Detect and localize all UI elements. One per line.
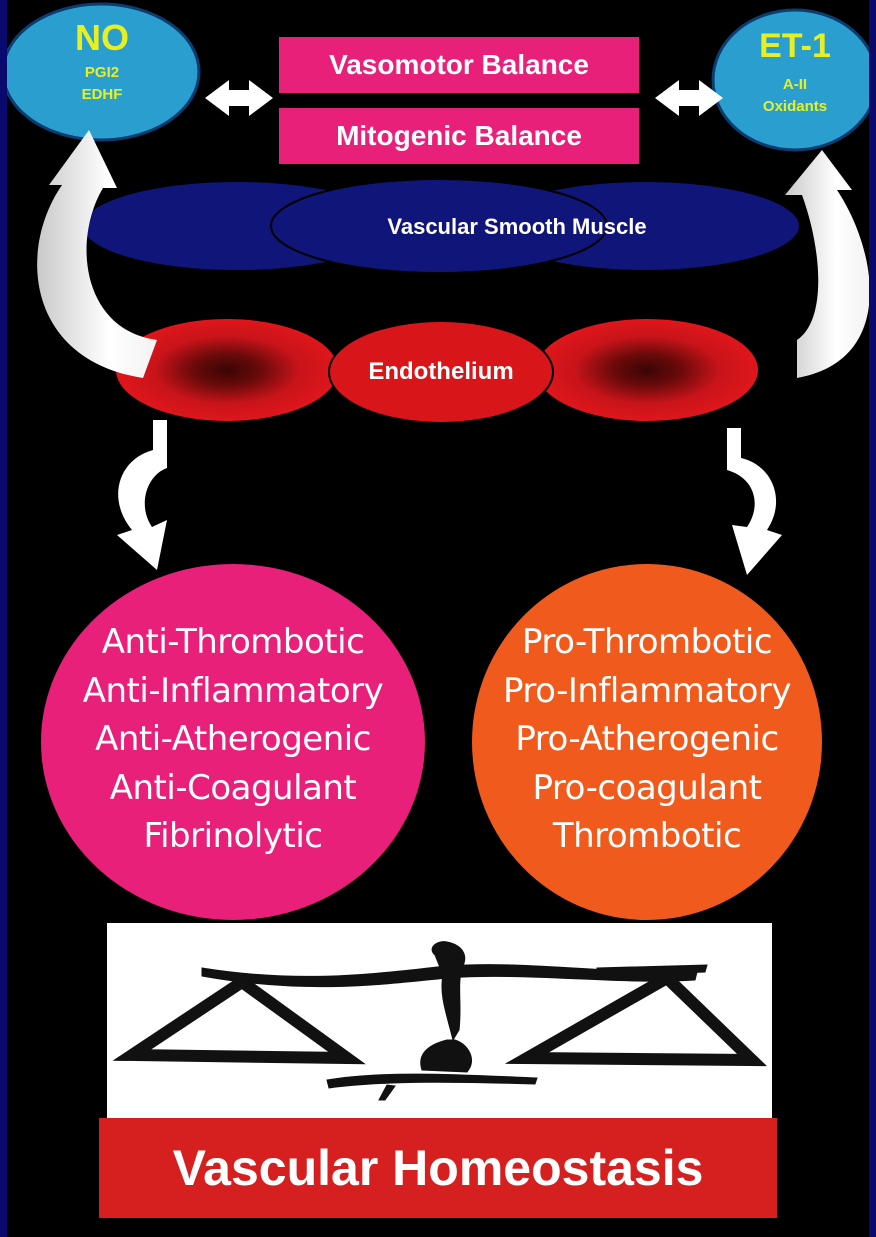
harmful-effect-item: Pro-Atherogenic (472, 715, 822, 764)
protective-effect-item: Anti-Coagulant (53, 764, 413, 813)
right-downward-curved-arrow-icon (727, 428, 782, 575)
left-downward-curved-arrow-icon (117, 420, 167, 570)
harmful-effects-list: Pro-Thrombotic Pro-Inflammatory Pro-Athe… (472, 618, 822, 861)
right-upward-curved-arrow-icon (785, 150, 869, 378)
mitogenic-balance-box: Mitogenic Balance (279, 108, 639, 164)
harmful-effect-item: Thrombotic (472, 812, 822, 861)
footer-title: Vascular Homeostasis (99, 1130, 777, 1206)
harmful-effect-item: Pro-Thrombotic (472, 618, 822, 667)
protective-effect-item: Anti-Atherogenic (53, 715, 413, 764)
protective-effect-item: Anti-Inflammatory (53, 667, 413, 716)
harmful-effect-item: Pro-Inflammatory (472, 667, 822, 716)
vascular-smooth-muscle-label: Vascular Smooth Muscle (307, 212, 727, 242)
vasomotor-balance-box: Vasomotor Balance (279, 37, 639, 93)
harmful-effect-item: Pro-coagulant (472, 764, 822, 813)
endothelium-label: Endothelium (329, 356, 553, 388)
et1-oval-line-a2: A-II (717, 74, 869, 96)
left-double-arrow-icon (205, 80, 273, 116)
no-oval-line-pgi2: PGI2 (17, 62, 187, 84)
et1-oval-line-oxidants: Oxidants (717, 96, 869, 118)
protective-effects-list: Anti-Thrombotic Anti-Inflammatory Anti-A… (53, 618, 413, 861)
no-oval-title: NO (17, 18, 187, 58)
no-oval-line-edhf: EDHF (17, 84, 187, 106)
protective-effect-item: Fibrinolytic (53, 812, 413, 861)
protective-effect-item: Anti-Thrombotic (53, 618, 413, 667)
diagram-panel: NO PGI2 EDHF ET-1 A-II Oxidants Vasomoto… (7, 0, 869, 1237)
et1-oval-title: ET-1 (717, 26, 869, 66)
